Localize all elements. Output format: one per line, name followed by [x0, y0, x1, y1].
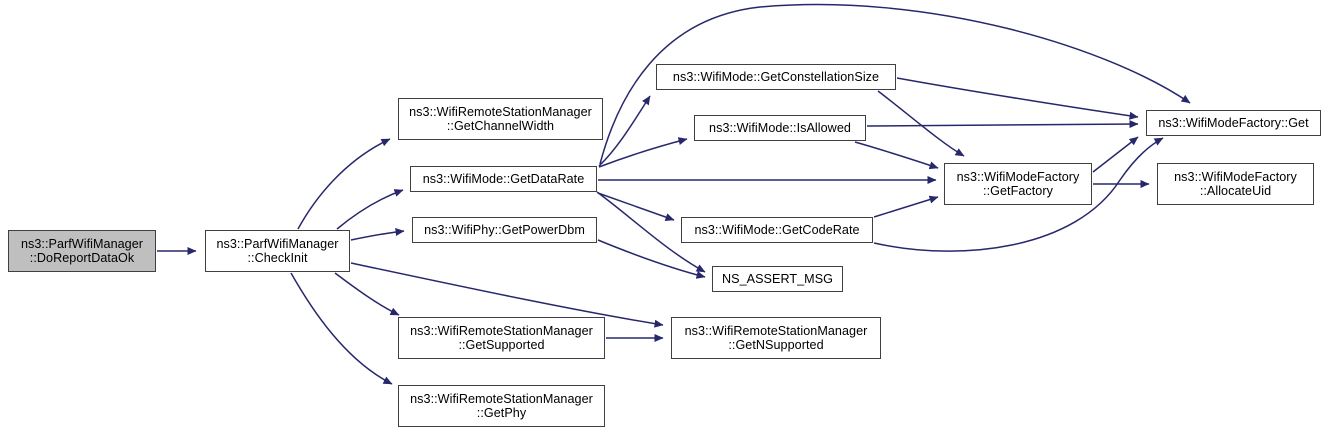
node-get-data-rate[interactable]: ns3::WifiMode::GetDataRate	[410, 166, 597, 192]
node-get-phy[interactable]: ns3::WifiRemoteStationManager ::GetPhy	[398, 385, 605, 427]
node-label: ns3::WifiRemoteStationManager ::GetPhy	[410, 391, 593, 421]
edge-isAllowed-factoryGet	[866, 120, 1139, 129]
node-label: ns3::WifiModeFactory::Get	[1158, 115, 1309, 130]
node-label: ns3::WifiMode::GetCodeRate	[694, 222, 860, 237]
node-label: ns3::WifiModeFactory ::GetFactory	[956, 169, 1080, 199]
node-get-constellation-size[interactable]: ns3::WifiMode::GetConstellationSize	[656, 64, 896, 90]
node-label: ns3::WifiMode::GetConstellationSize	[672, 69, 880, 84]
edge-checkInit-getDataRate	[336, 189, 404, 230]
node-label: NS_ASSERT_MSG	[722, 271, 833, 286]
node-get-factory[interactable]: ns3::WifiModeFactory ::GetFactory	[944, 163, 1092, 205]
edge-checkInit-getChannelWidth	[297, 138, 391, 230]
edge-getConstellationSize-getFactory	[877, 90, 965, 157]
node-label: ns3::WifiMode::GetDataRate	[422, 171, 585, 186]
edge-checkInit-getPowerDbm	[350, 228, 405, 241]
edge-getPowerDbm-nsAssertMsg	[597, 239, 706, 279]
edge-checkInit-getNSupported	[350, 262, 664, 328]
edge-checkInit-getSupported	[334, 272, 400, 316]
edge-getDataRate-getCodeRate	[597, 192, 675, 221]
node-do-report-data-ok[interactable]: ns3::ParfWifiManager ::DoReportDataOk	[8, 230, 156, 272]
node-get-code-rate[interactable]: ns3::WifiMode::GetCodeRate	[681, 217, 873, 243]
edge-getConstellationSize-factoryGet	[896, 77, 1139, 120]
edge-getDataRate-isAllowed	[598, 137, 688, 168]
node-label: ns3::ParfWifiManager ::DoReportDataOk	[20, 236, 144, 266]
node-label: ns3::WifiPhy::GetPowerDbm	[424, 222, 585, 237]
node-get-channel-width[interactable]: ns3::WifiRemoteStationManager ::GetChann…	[398, 98, 603, 140]
node-factory-get[interactable]: ns3::WifiModeFactory::Get	[1146, 110, 1321, 136]
node-allocate-uid[interactable]: ns3::WifiModeFactory ::AllocateUid	[1157, 163, 1314, 205]
edge-isAllowed-getFactory	[854, 141, 939, 170]
edge-getDataRate-getConstellationSize	[598, 95, 651, 167]
edge-getFactory-factoryGet	[1092, 136, 1139, 173]
node-label: ns3::WifiModeFactory ::AllocateUid	[1174, 169, 1297, 199]
edge-checkInit-getPhy	[290, 272, 393, 385]
node-label: ns3::WifiRemoteStationManager ::GetSuppo…	[410, 323, 593, 353]
edge-getCodeRate-getFactory	[873, 195, 939, 218]
node-is-allowed[interactable]: ns3::WifiMode::IsAllowed	[694, 115, 866, 141]
node-get-supported[interactable]: ns3::WifiRemoteStationManager ::GetSuppo…	[398, 317, 605, 359]
node-label: ns3::ParfWifiManager ::CheckInit	[216, 236, 339, 266]
node-label: ns3::WifiRemoteStationManager ::GetChann…	[409, 104, 592, 134]
node-check-init[interactable]: ns3::ParfWifiManager ::CheckInit	[205, 230, 350, 272]
node-label: ns3::WifiMode::IsAllowed	[709, 120, 851, 135]
node-get-power-dbm[interactable]: ns3::WifiPhy::GetPowerDbm	[412, 217, 597, 243]
node-get-n-supported[interactable]: ns3::WifiRemoteStationManager ::GetNSupp…	[671, 317, 881, 359]
node-label: ns3::WifiRemoteStationManager ::GetNSupp…	[684, 323, 868, 353]
node-ns-assert-msg[interactable]: NS_ASSERT_MSG	[712, 266, 843, 292]
